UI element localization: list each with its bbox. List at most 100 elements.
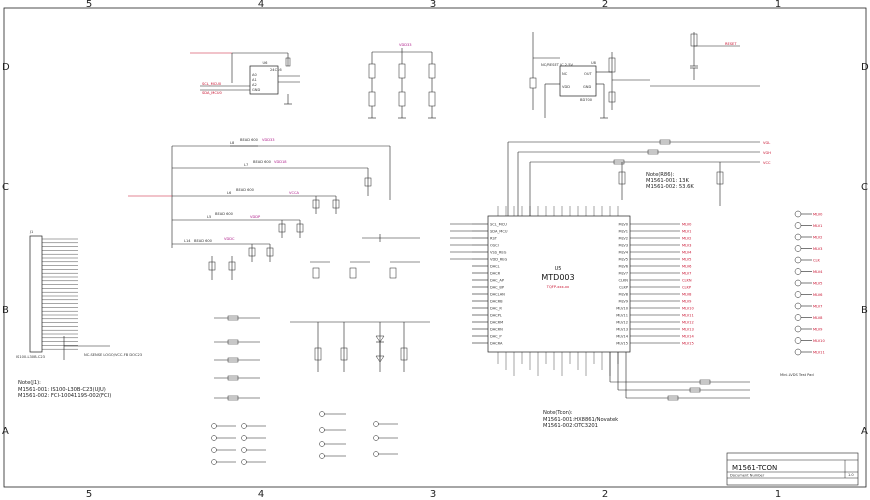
ic-right-net-label: MLV4 xyxy=(682,250,692,254)
eeprom-pin-a2: A2 xyxy=(252,83,257,87)
bead-l6-ref: L6 xyxy=(227,191,232,195)
ic-right-net-label: MLV7 xyxy=(682,271,691,275)
ic-right-net-label: MLV5 xyxy=(682,257,691,261)
connector-j1-body xyxy=(29,235,43,353)
test-pad-label: MLV3 xyxy=(813,247,822,251)
test-pad-label: MLV1 xyxy=(813,224,822,228)
ic-left-pin-label: VSS_REG xyxy=(490,250,507,254)
zone-row-c-right: C xyxy=(861,182,868,193)
series-resistor-rows xyxy=(214,315,260,401)
eeprom-pin-a0: A0 xyxy=(252,73,257,77)
ic-left-pin-label: RST xyxy=(490,236,498,240)
ic-left-pin-label: DACR xyxy=(490,271,501,275)
ic-right-pin-label: MLV2 xyxy=(619,236,628,240)
test-pad-label: CLK xyxy=(813,258,821,262)
zone-col-4-top: 4 xyxy=(258,0,264,10)
ic-left-pin-label: DACPL xyxy=(490,313,502,317)
ic-right-pin-label: CLKP xyxy=(619,285,629,289)
zone-col-1-top: 1 xyxy=(775,0,781,10)
test-pad-label: MLV0 xyxy=(813,212,823,216)
ic-right-pin-label: MLV4 xyxy=(619,250,629,254)
test-pad-label: MLV8 xyxy=(813,316,823,320)
ic-right-pin-label: MLV13 xyxy=(616,327,628,331)
bead-l8-ref: L8 xyxy=(230,141,235,145)
ic-left-pin-label: DACRN xyxy=(490,327,503,331)
note-tcon-line-1: M1561-001:HX8861/Novatek xyxy=(543,417,618,423)
test-pad xyxy=(794,210,802,218)
bead-l14-net: VDDC xyxy=(224,237,235,241)
net-vcc: VCC xyxy=(763,161,771,165)
bead-l7-value: BEAD 600 xyxy=(253,160,272,164)
supervisor-pin-out: OUT xyxy=(584,72,592,76)
ic-right-net-label: MLV13 xyxy=(682,327,694,331)
main-ic-body xyxy=(487,215,631,353)
bead-l5-value: BEAD 600 xyxy=(215,212,234,216)
ic-right-pin-label: MLV5 xyxy=(619,257,628,261)
backlight-switch-network xyxy=(290,321,430,372)
ic-right-net-label: MLV2 xyxy=(682,236,691,240)
bead-l8-net: VDD33 xyxy=(262,138,275,142)
supervisor-pin-gnd: GND xyxy=(583,85,591,89)
main-ic-name: MTD003 xyxy=(541,273,574,282)
ic-right-net-label: MLV6 xyxy=(682,264,692,268)
test-pad xyxy=(794,337,802,344)
ic-right-net-label: MLV3 xyxy=(682,243,691,247)
net-sda-mcu: SDA_MCU0 xyxy=(202,91,222,95)
note-j1-title: Note(J1): xyxy=(18,380,41,386)
ic-right-net-label: CLKN xyxy=(682,278,692,282)
zone-col-3-bottom: 3 xyxy=(430,489,436,500)
title-block-doc-label: Document Number xyxy=(730,474,765,478)
ic-left-pin-label: DACRM xyxy=(490,320,503,324)
eeprom-ic xyxy=(249,65,279,95)
ic-right-net-label: MLV1 xyxy=(682,229,691,233)
ic-left-pin-label: DAC_BP xyxy=(490,285,505,289)
connector-j1-ref: J1 xyxy=(29,230,33,234)
ic-right-pin-label: MLV8 xyxy=(619,292,629,296)
test-pad-label: MLV7 xyxy=(813,304,822,308)
zone-row-b-left: B xyxy=(2,305,9,316)
zone-row-a-left: A xyxy=(2,426,9,437)
test-pad-label: MLV5 xyxy=(813,281,822,285)
test-pad xyxy=(794,233,802,241)
ic-right-pin-label: MLV6 xyxy=(619,264,629,268)
ic-right-net-label: MLV8 xyxy=(682,292,692,296)
zone-col-1-bottom: 1 xyxy=(775,489,781,500)
supervisor-pin-vdd: VDD xyxy=(562,85,570,89)
zone-row-c-left: C xyxy=(2,182,9,193)
ic-right-net-label: MLV11 xyxy=(682,313,694,317)
ic-right-net-label: MLV9 xyxy=(682,299,692,303)
zone-row-d-left: D xyxy=(2,62,10,73)
reset-network: RESET xyxy=(650,32,760,87)
net-scl-mcu: SCL_MCU0 xyxy=(202,82,222,86)
main-ic-package: TQFP-xxx-xx xyxy=(546,285,570,289)
ic-right-pin-label: MLV3 xyxy=(619,243,628,247)
ic-right-pin-label: MLV9 xyxy=(619,299,629,303)
ic-right-net-label: MLV12 xyxy=(682,320,694,324)
zone-col-5-bottom: 5 xyxy=(86,489,92,500)
bead-l8-value: BEAD 600 xyxy=(240,138,259,142)
ic-left-pin-label: OSCI xyxy=(490,243,499,247)
note-tcon-line-2: M1561-002:OTC3201 xyxy=(543,423,598,429)
note-tcon-title: Note(Tcon): xyxy=(543,410,573,416)
note-j1-line-1: M1561-001: IS100-L30B-C23(UJU) xyxy=(18,387,106,393)
note-r86-line-2: M1561-002: 53.6K xyxy=(646,184,694,190)
test-pad xyxy=(794,325,802,333)
net-vgl: VGL xyxy=(763,141,770,145)
zone-col-2-top: 2 xyxy=(602,0,608,10)
net-vcc-top: VDD33 xyxy=(399,43,412,47)
ic-right-pin-label: MLV11 xyxy=(616,313,628,317)
ic-right-pin-label: MLV14 xyxy=(616,334,628,338)
test-pad-label: MLV2 xyxy=(813,235,822,239)
title-block-rev: 1.0 xyxy=(848,473,854,477)
bead-l7-net: VDD18 xyxy=(274,160,287,164)
bead-l5-net: VDDP xyxy=(250,215,261,219)
zone-row-a-right: A xyxy=(861,426,868,437)
bead-l14-ref: L14 xyxy=(184,239,191,243)
main-ic-ref: U5 xyxy=(555,266,562,272)
test-points-left xyxy=(211,423,266,465)
ic-left-pin-label: DACL xyxy=(490,264,500,268)
ic-left-pin-label: VDD_REG xyxy=(490,257,508,261)
sheet-border xyxy=(3,7,867,488)
net-reset: RESET xyxy=(725,42,737,46)
ic-right-pin-label: MLV10 xyxy=(616,306,628,310)
